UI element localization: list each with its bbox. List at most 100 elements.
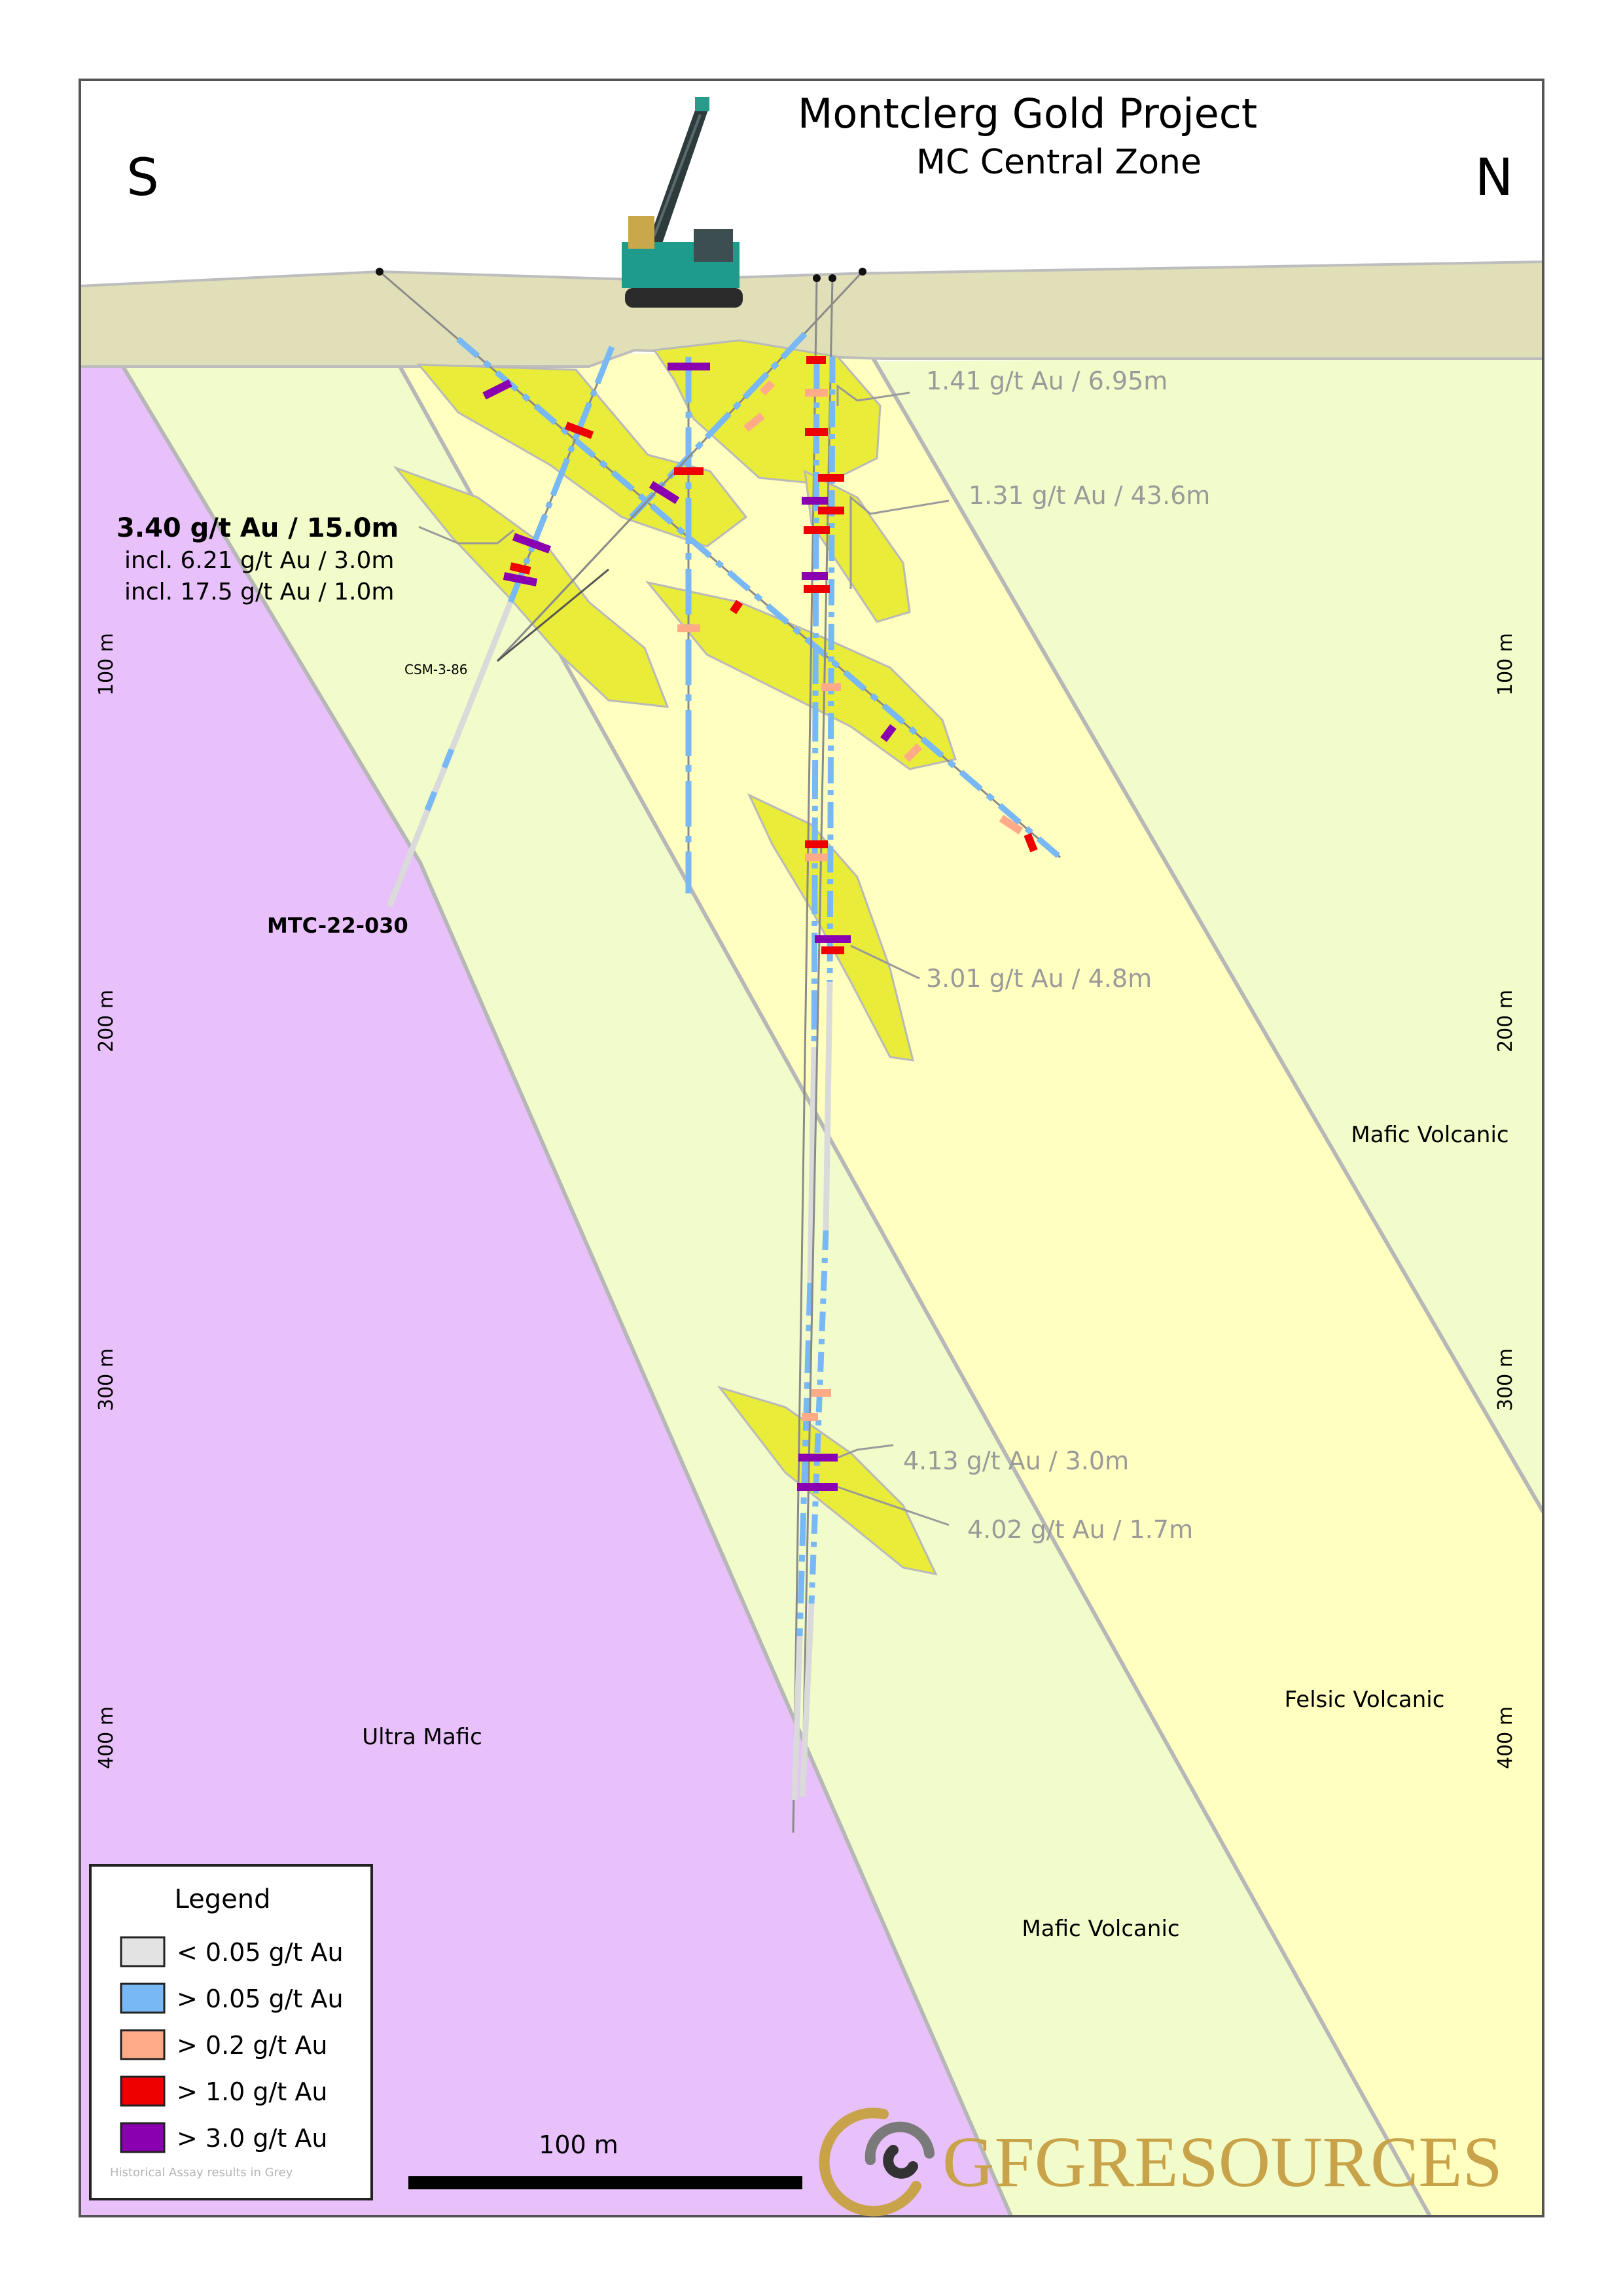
mineralized-zone (645, 581, 957, 770)
assay-tick-high (512, 533, 552, 554)
highlight-include-2: incl. 17.5 g/t Au / 1.0m (124, 579, 394, 605)
leader-line (850, 944, 920, 980)
assay-segment-nil (823, 981, 833, 1231)
highlight-intercept: 3.40 g/t Au / 15.0m (116, 513, 399, 543)
collar-marker (813, 274, 821, 282)
assay-segment-low (827, 356, 836, 982)
assay-tick-high (482, 379, 512, 400)
intercept-label: 1.41 g/t Au / 6.95m (926, 367, 1168, 395)
drill-rig-icon (622, 97, 743, 308)
map-title: Montclerg Gold Project (798, 90, 1257, 137)
rig-frame (628, 216, 654, 249)
depth-label-left: 100 m (95, 633, 118, 696)
ultra-mafic-unit (80, 363, 1011, 2216)
compass-south: S (126, 149, 159, 207)
assay-segment-nil (799, 1603, 815, 1797)
leader-lines (418, 384, 950, 1526)
unit-label-mafic-volcanic-lower: Mafic Volcanic (1022, 1916, 1179, 1942)
assay-tick-mid (1024, 833, 1038, 853)
contact-line (119, 362, 1013, 2217)
mineralized-zones (393, 339, 957, 1576)
leader-line (836, 384, 910, 406)
legend-label: > 1.0 g/t Au (177, 2077, 327, 2106)
logo-swirl-icon (819, 2108, 935, 2217)
collar-marker (829, 274, 836, 282)
legend-swatch (120, 1982, 166, 2014)
logo-swirl-arc (865, 2121, 935, 2165)
unit-label-ultra-mafic: Ultra Mafic (362, 1724, 482, 1750)
leader-line (497, 568, 609, 662)
hole-label-mtc: MTC-22-030 (267, 913, 408, 938)
legend-swatch (120, 1936, 166, 1967)
assay-ticks (482, 356, 1038, 1491)
drill-trace (792, 278, 818, 1833)
leader-line (837, 1444, 894, 1459)
legend-label: > 3.0 g/t Au (177, 2124, 327, 2153)
assay-tick-high (649, 480, 680, 505)
depth-label-left: 200 m (95, 990, 118, 1052)
overburden-layer (79, 260, 1544, 368)
map-frame (79, 79, 1544, 2217)
scale-bar (408, 2176, 802, 2189)
intercept-label: 4.13 g/t Au / 3.0m (903, 1446, 1129, 1475)
assay-tick-low (743, 412, 765, 432)
assay-segment-nil (807, 1047, 817, 1283)
rig-mast-lattice (653, 114, 702, 236)
depth-label-right: 300 m (1494, 1348, 1517, 1411)
mineralized-zone (416, 363, 748, 548)
assay-tick-mid (564, 422, 594, 439)
leader-line (849, 495, 950, 589)
compass-north: N (1475, 149, 1513, 207)
contact-line (868, 352, 1545, 1513)
logo-swirl-arc (883, 2145, 918, 2179)
assay-segment-low (416, 748, 455, 833)
assay-tick-low (759, 380, 776, 396)
assay-segment-low (456, 336, 1062, 860)
depth-label-right: 200 m (1494, 990, 1517, 1052)
hole-label-csm: CSM-3-86 (404, 662, 468, 677)
collar-marker (859, 268, 866, 276)
depth-label-left: 300 m (95, 1348, 118, 1411)
intercept-label: 3.01 g/t Au / 4.8m (926, 964, 1152, 993)
assay-tick-high (880, 724, 897, 742)
mineralized-zone (393, 465, 669, 708)
assay-tick-low (999, 815, 1024, 834)
highlight-include-1: incl. 6.21 g/t Au / 3.0m (124, 547, 394, 574)
intercept-label: 1.31 g/t Au / 43.6m (969, 481, 1210, 510)
map-subtitle: MC Central Zone (916, 143, 1202, 182)
rig-track (625, 288, 743, 308)
legend-label: > 0.2 g/t Au (177, 2031, 327, 2060)
felsic-volcanic-unit (393, 353, 1543, 2216)
legend-title: Legend (175, 1884, 271, 1914)
rig-cab (694, 229, 733, 262)
collars (376, 268, 866, 282)
contact-line (391, 352, 1432, 2217)
legend-label: > 0.05 g/t Au (177, 1984, 344, 2013)
assay-tick-high (503, 572, 538, 586)
assay-segment-nil (791, 1636, 803, 1801)
assay-tick-mid (730, 600, 743, 615)
assay-tick-mid (509, 562, 531, 575)
depth-label-right: 100 m (1494, 633, 1517, 696)
assay-tick-low (903, 743, 923, 762)
leader-line (837, 1486, 950, 1526)
unit-label-felsic-volcanic: Felsic Volcanic (1285, 1687, 1445, 1713)
rig-mast-top (695, 97, 709, 111)
assay-segment-low (626, 331, 808, 523)
scale-bar-label: 100 m (539, 2130, 618, 2159)
company-logo: GFGRESOURCES (819, 2108, 1503, 2217)
collar-marker (376, 268, 383, 276)
leader-line (418, 526, 514, 545)
legend-swatch (120, 2029, 166, 2060)
unit-label-mafic-volcanic-upper: Mafic Volcanic (1351, 1122, 1508, 1148)
intercept-label: 4.02 g/t Au / 1.7m (967, 1515, 1193, 1544)
legend-note: Historical Assay results in Grey (110, 2166, 293, 2179)
logo-wordmark: GFGRESOURCES (942, 2122, 1503, 2202)
legend: Legend < 0.05 g/t Au > 0.05 g/t Au > 0.2 g… (89, 1864, 373, 2200)
depth-label-left: 400 m (95, 1706, 118, 1769)
depth-label-right: 400 m (1494, 1706, 1517, 1769)
legend-swatch (120, 2075, 166, 2107)
logo-swirl-arc (819, 2108, 921, 2217)
legend-label: < 0.05 g/t Au (177, 1938, 344, 1967)
